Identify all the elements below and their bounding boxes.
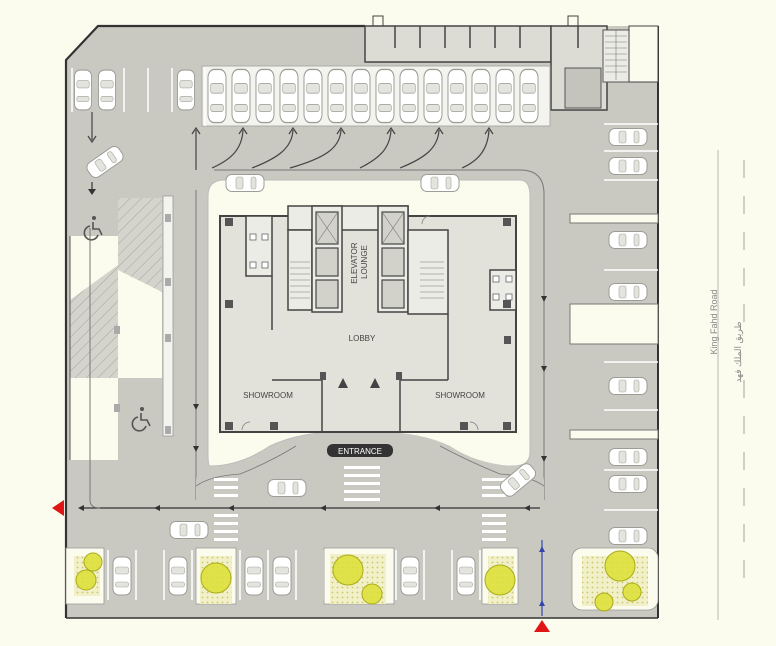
trees: [75, 550, 642, 612]
road-name-arabic: طريق الملك فهد: [733, 321, 744, 382]
svg-text:ENTRANCE: ENTRANCE: [338, 447, 382, 456]
service-building: [364, 15, 659, 111]
loop-arrows: [78, 296, 547, 511]
accessible-parking-icon: [83, 216, 103, 241]
king-fahd-road: [717, 150, 745, 620]
ramp-area: [69, 195, 174, 460]
showroom-left-label: SHOWROOM: [243, 391, 293, 400]
entry-arrow-icon: [534, 620, 550, 632]
right-parking-cars: [569, 123, 659, 545]
entry-lane: [539, 540, 545, 616]
top-parking-cars: [71, 65, 551, 127]
elevator-lounge-label: ELEVATOR LOUNGE: [350, 240, 369, 284]
crosswalks: [214, 466, 506, 541]
showroom-right-label: SHOWROOM: [435, 391, 485, 400]
entrance-badge: ENTRANCE: [327, 444, 393, 457]
traffic-arrows-top: [87, 112, 494, 170]
accessible-parking-icon: [131, 407, 151, 432]
exit-arrow-icon: [52, 500, 64, 516]
road-name-english: King Fahd Road: [709, 289, 719, 354]
lobby-label: LOBBY: [349, 334, 376, 343]
building: [219, 205, 517, 433]
